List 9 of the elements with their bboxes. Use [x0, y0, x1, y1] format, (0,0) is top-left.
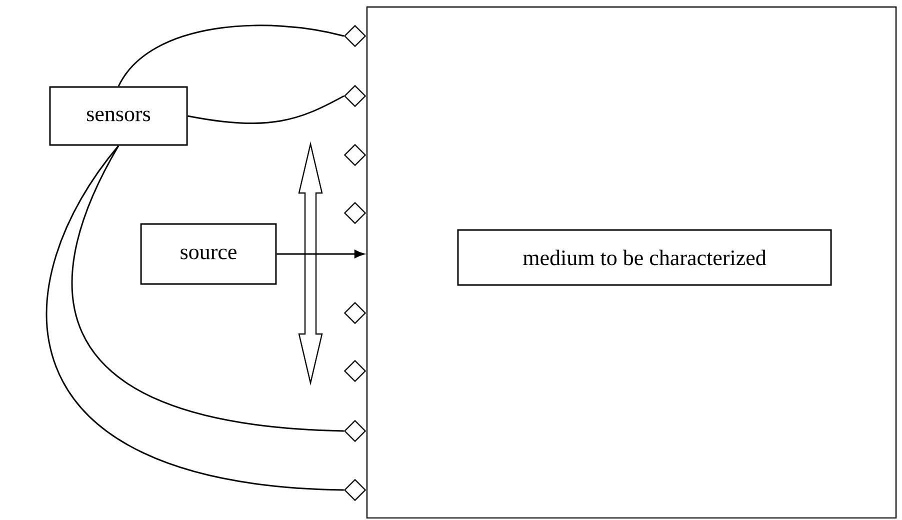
process-box: sensors: [49, 86, 188, 146]
sensor-cable: [118, 24, 344, 87]
process-box: source: [140, 223, 277, 285]
arrow: [276, 250, 364, 258]
label-box: medium to be characterized: [457, 229, 832, 286]
sensor-cable: [46, 145, 344, 491]
sensor-cable: [188, 95, 344, 124]
sensor-cable: [72, 145, 344, 432]
medium-box: [366, 6, 897, 519]
